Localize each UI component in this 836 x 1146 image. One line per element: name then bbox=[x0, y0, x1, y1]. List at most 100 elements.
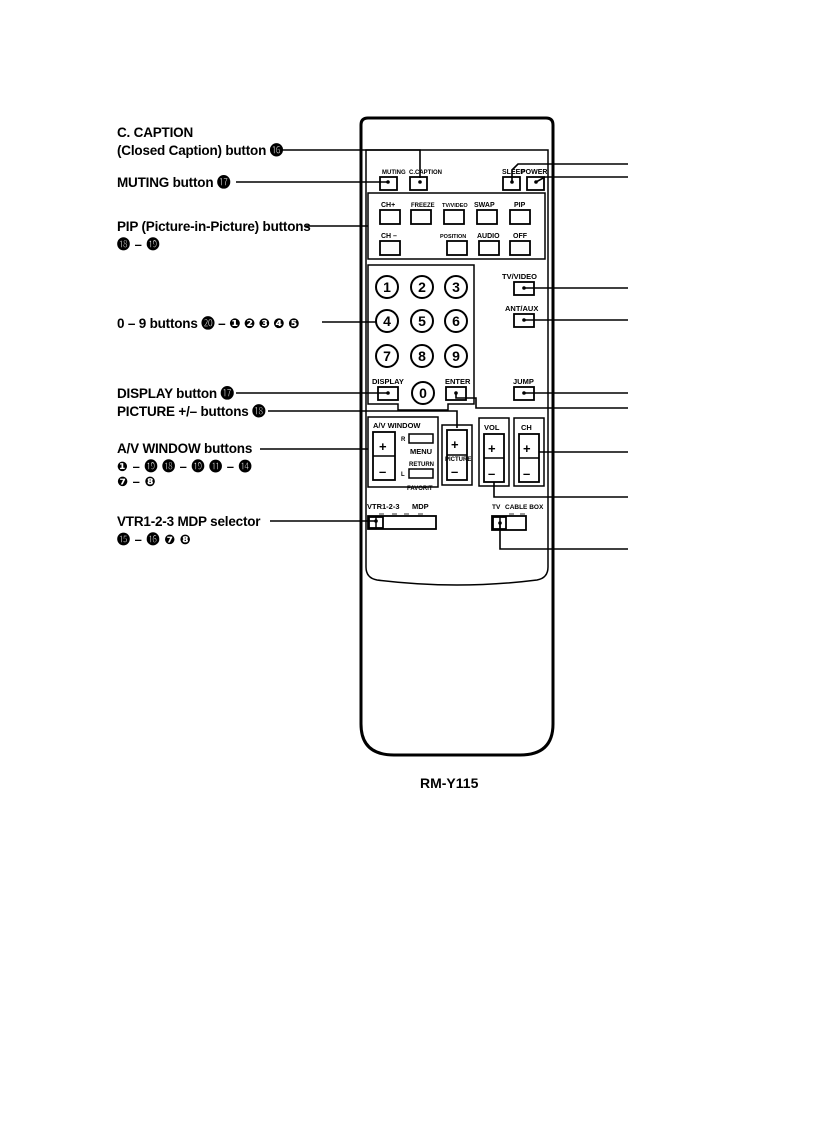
vtr-selector-refs: ⓯ – ⓰ ❼ ❽ bbox=[117, 532, 192, 547]
av-plus-text: + bbox=[379, 439, 387, 454]
pip-swap-text: SWAP bbox=[474, 202, 495, 209]
menu-button bbox=[408, 433, 434, 444]
av-window-label: A/V WINDOW buttons bbox=[117, 441, 253, 456]
pip-pip-button bbox=[509, 209, 531, 225]
pip-ch-minus-text: CH – bbox=[381, 233, 397, 240]
pip-label: PIP (Picture-in-Picture) buttons bbox=[117, 219, 311, 234]
c-caption-text: C.CAPTION bbox=[409, 170, 442, 176]
muting-text: MUTING bbox=[382, 170, 406, 176]
right-leader-lines bbox=[455, 163, 628, 550]
digit-7-button bbox=[375, 344, 399, 368]
av-window-block bbox=[367, 416, 439, 488]
vtr-selector-label: VTR1-2-3 MDP selector bbox=[117, 514, 261, 529]
digit-7-label: 7 bbox=[383, 348, 391, 364]
vtr-text: VTR1-2-3 bbox=[367, 502, 400, 511]
favorite-text: FAVORIT bbox=[407, 486, 433, 492]
vol-minus-text: – bbox=[488, 466, 495, 481]
picture-label: PICTURE +/– buttons ⓲ bbox=[117, 404, 266, 420]
digit-3-label: 3 bbox=[452, 279, 460, 295]
return-button bbox=[408, 468, 434, 479]
numpad-block bbox=[367, 264, 475, 411]
enter-text: ENTER bbox=[445, 377, 471, 386]
digit-4-button bbox=[375, 309, 399, 333]
digit-1-button bbox=[375, 275, 399, 299]
picture-minus-text: – bbox=[451, 464, 458, 479]
mdp-text: MDP bbox=[412, 502, 429, 511]
power-text: POWER bbox=[521, 169, 547, 176]
digit-4-label: 4 bbox=[383, 313, 391, 329]
digits-label: 0 – 9 buttons ⓴ – ❶ ❷ ❸ ❹ ❺ bbox=[117, 316, 300, 332]
pip-ch-plus-text: CH+ bbox=[381, 202, 395, 209]
pip-swap-button bbox=[476, 209, 498, 225]
sleep-text: SLEEP bbox=[502, 169, 525, 176]
picture-ref: ⓲ bbox=[252, 404, 266, 419]
digit-5-button bbox=[410, 309, 434, 333]
digit-9-button bbox=[444, 344, 468, 368]
pip-ch-plus-button bbox=[379, 209, 401, 225]
digit-8-label: 8 bbox=[418, 348, 426, 364]
pip-ch-minus-button bbox=[379, 240, 401, 256]
digit-6-button bbox=[444, 309, 468, 333]
c-caption-label-line1: C. CAPTION bbox=[117, 125, 194, 140]
digits-label-text: 0 – 9 buttons bbox=[117, 316, 198, 331]
pip-off-text: OFF bbox=[513, 233, 528, 240]
remote-body bbox=[359, 116, 555, 757]
picture-label-text: PICTURE +/– buttons bbox=[117, 404, 249, 419]
display-text: DISPLAY bbox=[372, 377, 404, 386]
numpad-keys: 1 2 3 4 5 6 7 8 9 0 bbox=[375, 275, 468, 405]
ch-minus-text: – bbox=[523, 466, 530, 481]
tv-text: TV bbox=[492, 504, 501, 511]
av-window-refs-line2: ❼ – ❽ bbox=[117, 474, 156, 489]
c-caption-label-text: (Closed Caption) button bbox=[117, 143, 267, 158]
pip-position-button bbox=[446, 240, 468, 256]
muting-ref: ⓱ bbox=[216, 175, 231, 190]
display-label: DISPLAY button ⓱ bbox=[117, 386, 234, 402]
left-leader-lines bbox=[236, 149, 458, 522]
digit-9-label: 9 bbox=[452, 348, 460, 364]
ch-plus-text: + bbox=[523, 441, 531, 456]
digit-0-button bbox=[411, 381, 435, 405]
digit-2-label: 2 bbox=[418, 279, 426, 295]
digit-1-label: 1 bbox=[383, 279, 391, 295]
digit-6-label: 6 bbox=[452, 313, 460, 329]
menu-text: MENU bbox=[410, 447, 432, 456]
av-minus-text: – bbox=[379, 464, 386, 479]
ant-aux-text: ANT/AUX bbox=[505, 304, 538, 313]
return-text: RETURN bbox=[409, 462, 434, 468]
tv-video-text: TV/VIDEO bbox=[502, 272, 537, 281]
av-r-text: R bbox=[401, 437, 406, 443]
digit-3-button bbox=[444, 275, 468, 299]
pip-pip-text: PIP bbox=[514, 202, 526, 209]
pip-freeze-text: FREEZE bbox=[411, 203, 435, 209]
c-caption-label-line2: (Closed Caption) button ⓰ bbox=[117, 143, 283, 159]
digit-5-label: 5 bbox=[418, 313, 426, 329]
cable-box-text: CABLE BOX bbox=[505, 504, 544, 511]
pip-tv-video-text: TV/VIDEO bbox=[442, 203, 468, 209]
jump-text: JUMP bbox=[513, 377, 534, 386]
av-window-text: A/V WINDOW bbox=[373, 421, 421, 430]
c-caption-button bbox=[409, 176, 428, 191]
display-ref: ⓱ bbox=[220, 386, 235, 401]
vol-text: VOL bbox=[484, 423, 500, 432]
vtr-selector-switch bbox=[367, 515, 437, 530]
digit-2-button bbox=[410, 275, 434, 299]
digits-refs: ⓴ – ❶ ❷ ❸ ❹ ❺ bbox=[201, 316, 300, 331]
ch-text: CH bbox=[521, 423, 532, 432]
remote-inner-panel bbox=[365, 149, 549, 586]
av-window-refs-line1: ❶ – ⓳ ⓲ – ⓳ ⓫ – ⓮ bbox=[117, 459, 253, 474]
pip-position-text: POSITION bbox=[440, 234, 466, 240]
pip-off-button bbox=[509, 240, 531, 256]
display-label-text: DISPLAY button bbox=[117, 386, 217, 401]
model-number: RM-Y115 bbox=[420, 775, 479, 791]
c-caption-ref: ⓰ bbox=[269, 143, 284, 158]
pip-audio-text: AUDIO bbox=[477, 233, 500, 240]
digit-0-label: 0 bbox=[419, 385, 427, 401]
av-l-text: L bbox=[401, 472, 405, 478]
muting-label: MUTING button ⓱ bbox=[117, 175, 230, 191]
pip-audio-button bbox=[478, 240, 500, 256]
pip-tv-video-button bbox=[443, 209, 465, 225]
picture-text: PICTURE bbox=[445, 457, 471, 463]
pip-refs: ⓲ – ⓳ bbox=[117, 237, 160, 252]
muting-label-text: MUTING button bbox=[117, 175, 214, 190]
